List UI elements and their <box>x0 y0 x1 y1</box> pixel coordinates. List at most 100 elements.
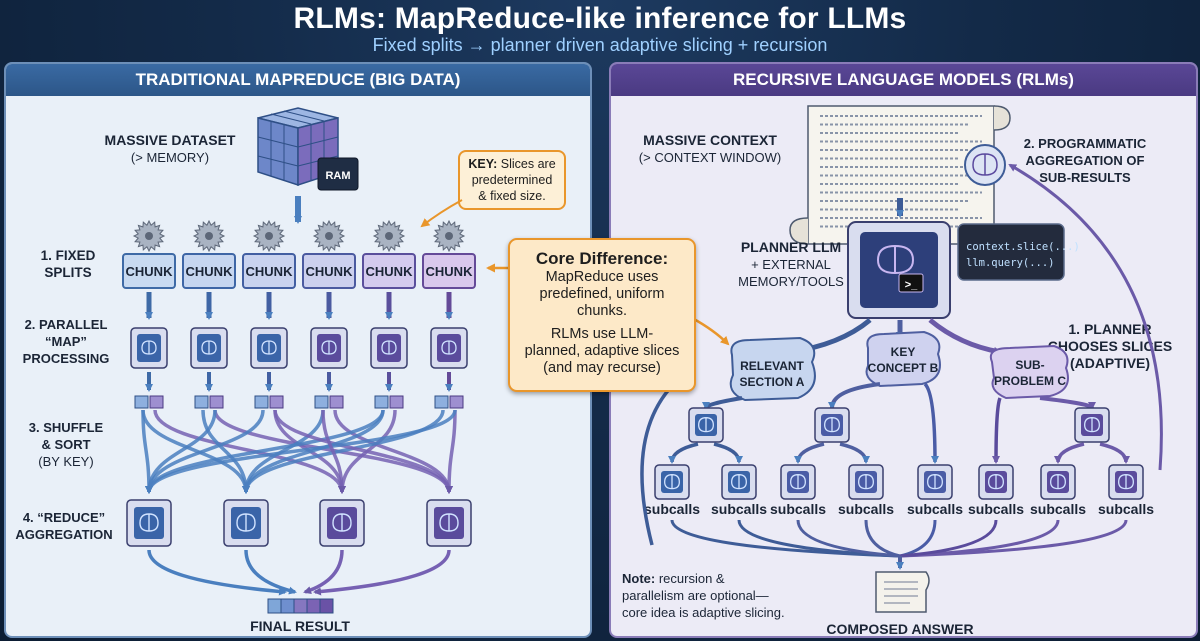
subcall-arrow <box>1099 442 1130 464</box>
map-brain-chip-icon <box>250 327 288 369</box>
key-box <box>389 395 404 409</box>
subcall-arrow <box>923 382 939 464</box>
aggregation-label-2: AGGREGATION OF <box>1026 153 1145 168</box>
planner-to-slice-c-arrow <box>928 318 1002 355</box>
note-line2: parallelism are optional— <box>622 588 769 603</box>
subcall-return-line <box>899 519 1060 558</box>
shuffle-line <box>145 409 217 494</box>
step2-label-2: “MAP” <box>45 334 87 349</box>
key-box <box>269 395 284 409</box>
subcall-return-line <box>899 519 937 558</box>
step1-label: 1. FIXED <box>41 248 96 263</box>
subcalls-label: subcalls <box>1098 501 1154 517</box>
key-note-box <box>458 150 566 210</box>
key-note-line2: predetermined <box>472 173 553 187</box>
subcall-arrow <box>794 442 825 464</box>
key-box <box>149 395 164 409</box>
key-box <box>314 395 329 409</box>
step3-label-3: (BY KEY) <box>38 454 93 469</box>
chunk-box <box>182 253 236 289</box>
final-result-bar <box>267 598 334 614</box>
shuffle-line <box>321 409 346 494</box>
reduce-to-result-arrow <box>244 549 297 595</box>
key-box <box>434 395 449 409</box>
slice-to-subcall-arrow <box>702 396 743 410</box>
reduce-to-result-arrow <box>303 549 344 594</box>
subcall-llm-chip-icon <box>654 464 690 500</box>
aggregation-loop-arrow <box>1008 163 1163 471</box>
subcalls-label: subcalls <box>770 501 826 517</box>
note-line1: recursion & <box>659 571 725 586</box>
slice-to-subcall-arrow <box>1039 396 1096 410</box>
slice-a-label: RELEVANT <box>740 359 804 373</box>
code-line1: context.slice(...) <box>966 241 1080 253</box>
shuffle-line <box>145 409 457 494</box>
shuffle-line <box>445 409 457 494</box>
planner-chooses-label-3: (ADAPTIVE) <box>1070 355 1150 371</box>
dataset-label: MASSIVE DATASET <box>105 132 236 148</box>
subcall-arrow <box>992 397 1002 464</box>
aggregation-label-3: SUB-RESULTS <box>1039 170 1131 185</box>
key-box <box>254 395 269 409</box>
callout-line3: chunks. <box>577 303 627 319</box>
slice-b-label-2: CONCEPT B <box>868 361 939 375</box>
chunk-box <box>422 253 476 289</box>
chunk-label: CHUNK <box>186 264 234 279</box>
key-box <box>134 395 149 409</box>
dataset-sublabel: (> MEMORY) <box>131 150 209 165</box>
subcalls-label: subcalls <box>838 501 894 517</box>
reduce-to-result-arrow <box>147 549 287 596</box>
planner-label-2: + EXTERNAL <box>751 257 831 272</box>
chunk-box <box>122 253 176 289</box>
map-brain-chip-icon <box>130 327 168 369</box>
subcall-llm-chip-icon <box>978 464 1014 500</box>
chunk-label: CHUNK <box>246 264 294 279</box>
planner-label-3: MEMORY/TOOLS <box>738 274 844 289</box>
chunk-label: CHUNK <box>126 264 174 279</box>
subcalls-label: subcalls <box>907 501 963 517</box>
slice-to-subcall-arrow <box>828 382 881 410</box>
planner-label: PLANNER LLM <box>741 239 841 255</box>
key-note-line3: & fixed size. <box>478 189 545 203</box>
key-box <box>449 395 464 409</box>
subcalls-label: subcalls <box>644 501 700 517</box>
subcall-llm-chip-icon <box>917 464 953 500</box>
step3-label-2: & SORT <box>41 437 90 452</box>
subcall-return-line <box>899 519 998 558</box>
callout-line5: planned, adaptive slices <box>524 343 680 359</box>
key-box <box>209 395 224 409</box>
subcall-arrow <box>668 442 699 464</box>
composed-answer-label: COMPOSED ANSWER <box>826 621 973 637</box>
page-subtitle: Fixed splits → planner driven adaptive s… <box>372 35 828 55</box>
chunk-box <box>302 253 356 289</box>
subcall-llm-chip-icon <box>1040 464 1076 500</box>
subcall-return-line <box>899 519 1128 558</box>
code-line2: llm.query(...) <box>966 257 1055 269</box>
svg-text:Note: recursion &: Note: recursion & <box>622 571 725 586</box>
note-bold: Note: <box>622 571 655 586</box>
step3-label: 3. SHUFFLE <box>29 420 104 435</box>
slice-b-blob <box>865 330 941 388</box>
shuffle-line <box>145 409 265 494</box>
shuffle-line <box>141 409 250 494</box>
subcalls-label: subcalls <box>968 501 1024 517</box>
step4-label: 4. “REDUCE” <box>23 510 105 525</box>
key-box <box>374 395 389 409</box>
shuffle-line <box>153 409 346 494</box>
step1-label-2: SPLITS <box>44 265 91 280</box>
planner-llm-icon <box>847 221 951 319</box>
subcall-return-line <box>864 519 901 558</box>
map-brain-chip-icon <box>370 327 408 369</box>
saw-blade-icon <box>312 219 346 253</box>
callout-heading: Core Difference: <box>535 249 669 268</box>
callout-line4: RLMs use LLM- <box>550 326 654 342</box>
map-brain-chip-icon <box>430 327 468 369</box>
key-note-arrow <box>420 199 463 228</box>
subcall-return-line <box>796 519 901 558</box>
core-difference-callout: Core Difference: MapReduce uses predefin… <box>508 238 696 392</box>
recursive-llm-chip-icon <box>814 407 850 443</box>
key-box <box>194 395 209 409</box>
reduce-brain-chip-icon <box>126 499 172 547</box>
map-brain-chip-icon <box>190 327 228 369</box>
aggregation-brain-icon <box>964 144 1006 186</box>
